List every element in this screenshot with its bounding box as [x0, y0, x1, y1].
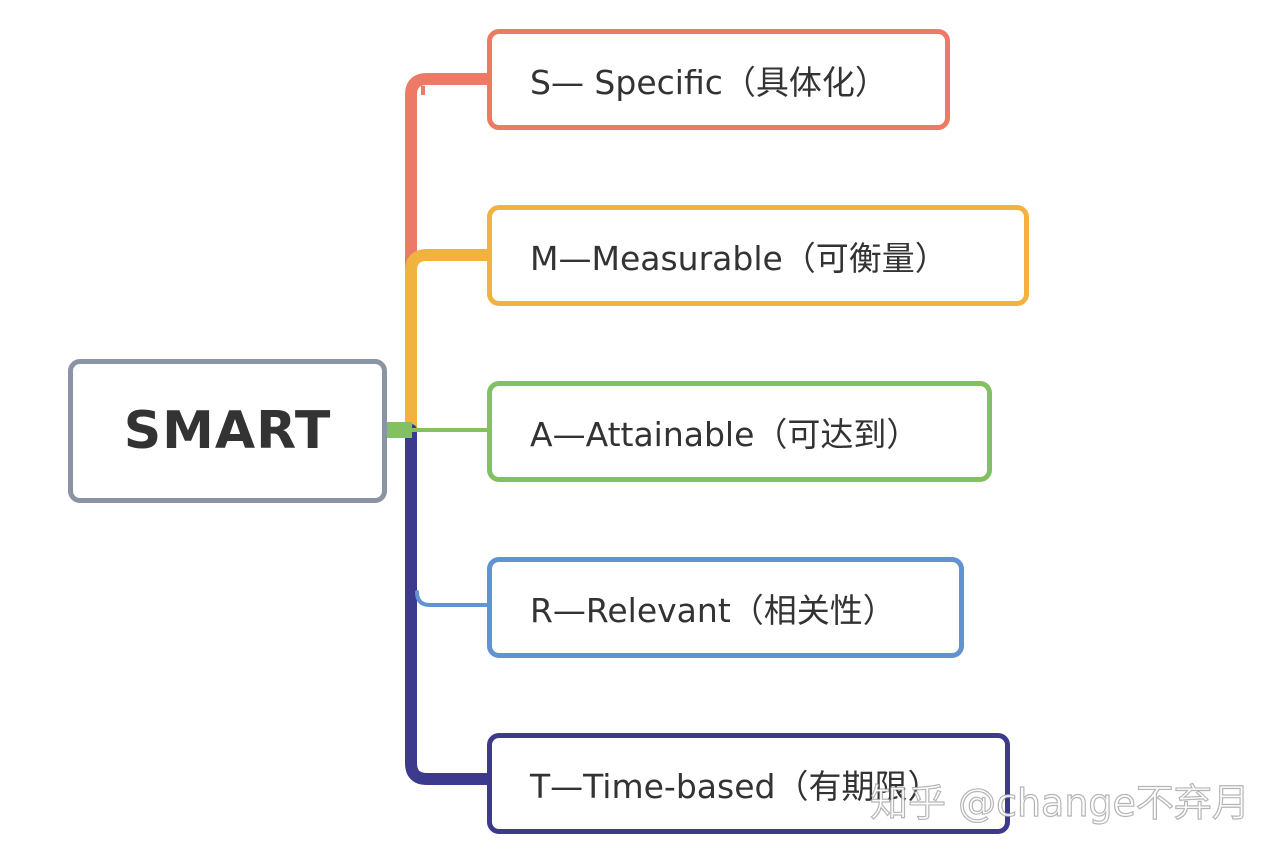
branch-label-measurable: M—Measurable（可衡量）	[530, 238, 948, 278]
branch-node-relevant: R—Relevant（相关性）	[487, 557, 964, 658]
branch-label-specific: S— Specific（具体化）	[530, 62, 888, 102]
root-node: SMART	[68, 359, 387, 503]
connector-r	[415, 590, 491, 607]
branch-label-relevant: R—Relevant（相关性）	[530, 590, 896, 630]
root-label: SMART	[123, 401, 332, 461]
watermark: 知乎 @change不弃月	[869, 780, 1250, 825]
branch-node-attainable: A—Attainable（可达到）	[487, 381, 992, 482]
branch-node-measurable: M—Measurable（可衡量）	[487, 205, 1029, 306]
branch-node-time-based: T—Time-based（有期限）	[487, 733, 1010, 834]
connector-t	[405, 424, 495, 785]
connector-root-stub	[386, 422, 412, 438]
branch-label-time-based: T—Time-based（有期限）	[530, 766, 941, 806]
branch-label-attainable: A—Attainable（可达到）	[530, 414, 920, 454]
connector-s	[405, 73, 495, 436]
connector-m	[405, 249, 495, 436]
branch-node-specific: S— Specific（具体化）	[487, 29, 950, 130]
